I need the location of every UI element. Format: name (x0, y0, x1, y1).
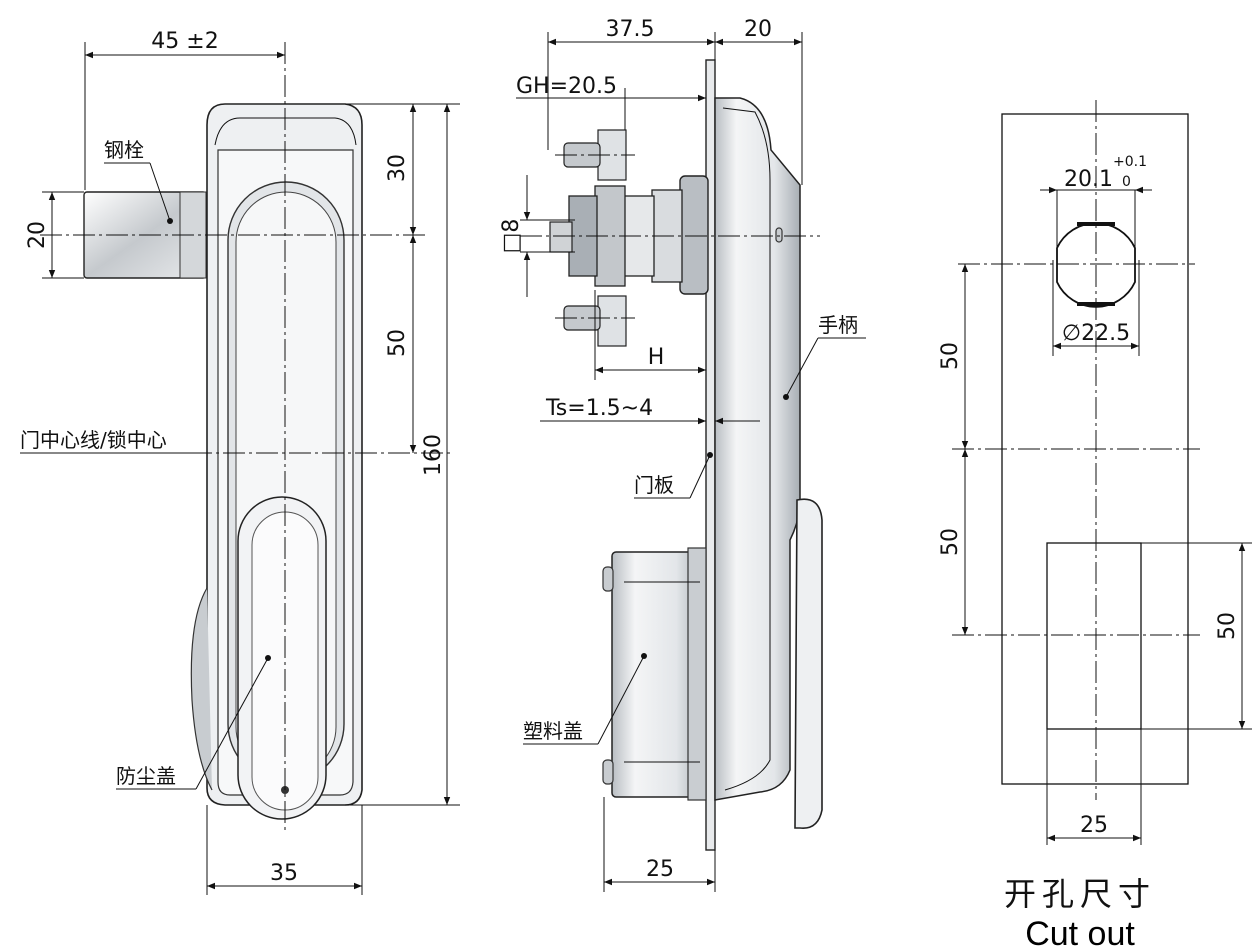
dim-spacing-2: 50 (938, 528, 963, 556)
label-steel-bolt: 钢栓 (104, 138, 144, 162)
dim-width: 35 (270, 861, 298, 886)
dim-upper-spacing: 50 (385, 329, 410, 357)
cutout-view: 20.1 +0.1 0 ∅22.5 50 50 50 25 开孔尺寸 Cut o… (938, 100, 1252, 948)
dim-top-offset: 30 (385, 154, 410, 182)
dim-square: □8 (499, 219, 524, 254)
lock-mechanism (549, 129, 709, 347)
dim-flat-width: 20.1 (1064, 167, 1113, 192)
dim-handle-proj: 20 (744, 17, 772, 42)
front-view: 45 ±2 20 30 50 160 35 钢栓 门中心线/锁中心 防尘盖 (20, 29, 460, 895)
label-dust-cover: 防尘盖 (116, 764, 176, 788)
label-center-line: 门中心线/锁中心 (20, 428, 167, 452)
dim-h: H (648, 345, 665, 370)
dim-ts: Ts=1.5~4 (545, 396, 653, 421)
dim-diameter: ∅22.5 (1062, 321, 1130, 346)
cutout-title-en: Cut out (1025, 915, 1135, 948)
dim-depth: 37.5 (606, 17, 655, 42)
rect-hole (1046, 542, 1142, 730)
handle-side (714, 97, 801, 801)
tol-lower: 0 (1122, 174, 1131, 190)
dim-rect-height: 50 (1215, 612, 1240, 640)
dim-bolt-height: 20 (25, 221, 50, 249)
dim-rect-width: 25 (1080, 813, 1108, 838)
label-door-panel: 门板 (634, 473, 674, 497)
tol-upper: +0.1 (1113, 154, 1147, 170)
side-view: 37.5 20 GH=20.5 □8 H Ts=1.5~4 25 手柄 门板 (499, 17, 866, 892)
label-plastic-cover: 塑料盖 (523, 719, 583, 743)
cutout-title-cn: 开孔尺寸 (1004, 875, 1156, 913)
label-handle: 手柄 (818, 313, 858, 337)
dim-bolt-reach: 45 ±2 (151, 29, 218, 54)
dim-gh: GH=20.5 (516, 74, 617, 99)
dim-spacing-1: 50 (938, 342, 963, 370)
dim-total-height: 160 (421, 434, 446, 476)
dim-cover-depth: 25 (646, 857, 674, 882)
